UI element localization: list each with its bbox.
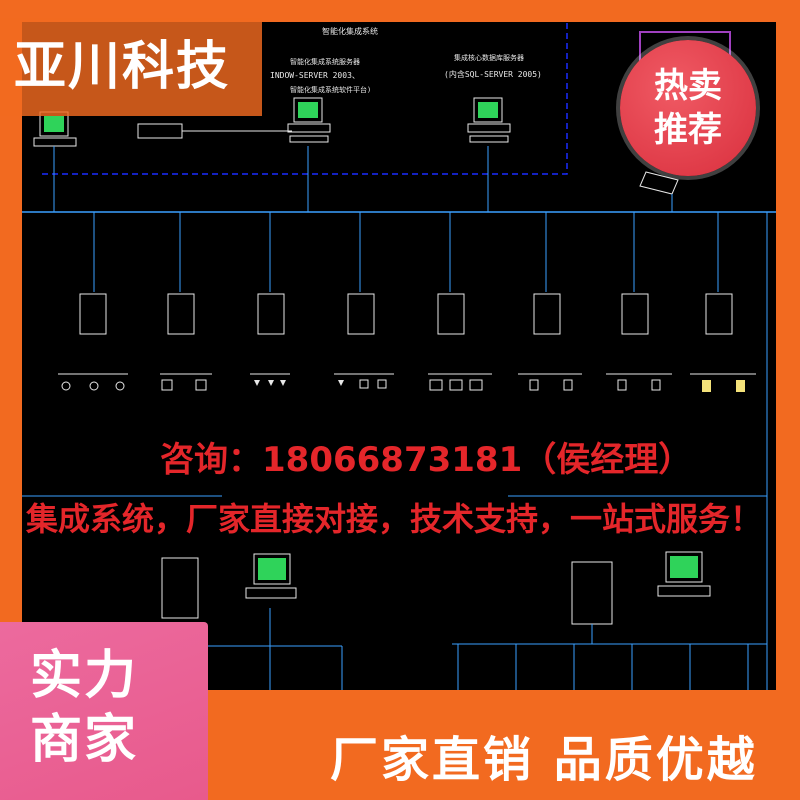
server-left-line-2: INDOW-SERVER 2003、	[270, 71, 360, 80]
subsystem-column-8	[690, 212, 756, 392]
top-workstation-left	[33, 111, 77, 147]
bottom-banner	[208, 690, 800, 800]
top-workstation-db	[467, 97, 511, 143]
diagram-canvas: 智能化集成系统 智能化集成系统服务器 INDOW-SERVER 2003、 智能…	[22, 22, 776, 690]
top-device-box	[137, 123, 292, 139]
server-mid-line-1: 集成核心数据库服务器	[454, 53, 524, 62]
subsystem-column-4	[334, 212, 394, 389]
subsystem-column-6	[518, 212, 582, 391]
subsystem-column-7	[606, 212, 672, 391]
factory-direct-slogan: 厂家直销 品质优越	[330, 732, 758, 788]
top-workstation-center	[287, 97, 331, 143]
server-mid-line-2: (内含SQL-SERVER 2005)	[444, 69, 542, 79]
server-left-line-1: 智能化集成系统服务器	[290, 57, 360, 66]
strength-merchant-badge: 实力 商家	[0, 622, 208, 800]
brand-name: 亚川科技	[0, 18, 262, 116]
dashed-boundary	[42, 22, 568, 175]
strength-line-1: 实力	[30, 646, 139, 706]
hot-sale-badge: 热卖 推荐	[620, 40, 756, 176]
service-slogan: 集成系统，厂家直接对接，技术支持，一站式服务！	[26, 500, 763, 538]
badge-line-1: 热卖	[654, 66, 722, 106]
subsystem-column-5	[428, 212, 492, 391]
server-left-line-3: 智能化集成系统软件平台)	[290, 85, 371, 94]
contact-phone-text: 咨询：18066873181（侯经理）	[160, 440, 693, 480]
keyboard-device	[639, 171, 679, 195]
lower-server-right	[452, 551, 767, 690]
subsystem-column-1	[58, 212, 128, 391]
badge-line-2: 推荐	[654, 110, 722, 150]
diagram-top-title: 智能化集成系统	[322, 26, 378, 36]
strength-line-2: 商家	[30, 710, 139, 770]
subsystem-column-3	[250, 212, 290, 386]
subsystem-column-2	[160, 212, 212, 391]
